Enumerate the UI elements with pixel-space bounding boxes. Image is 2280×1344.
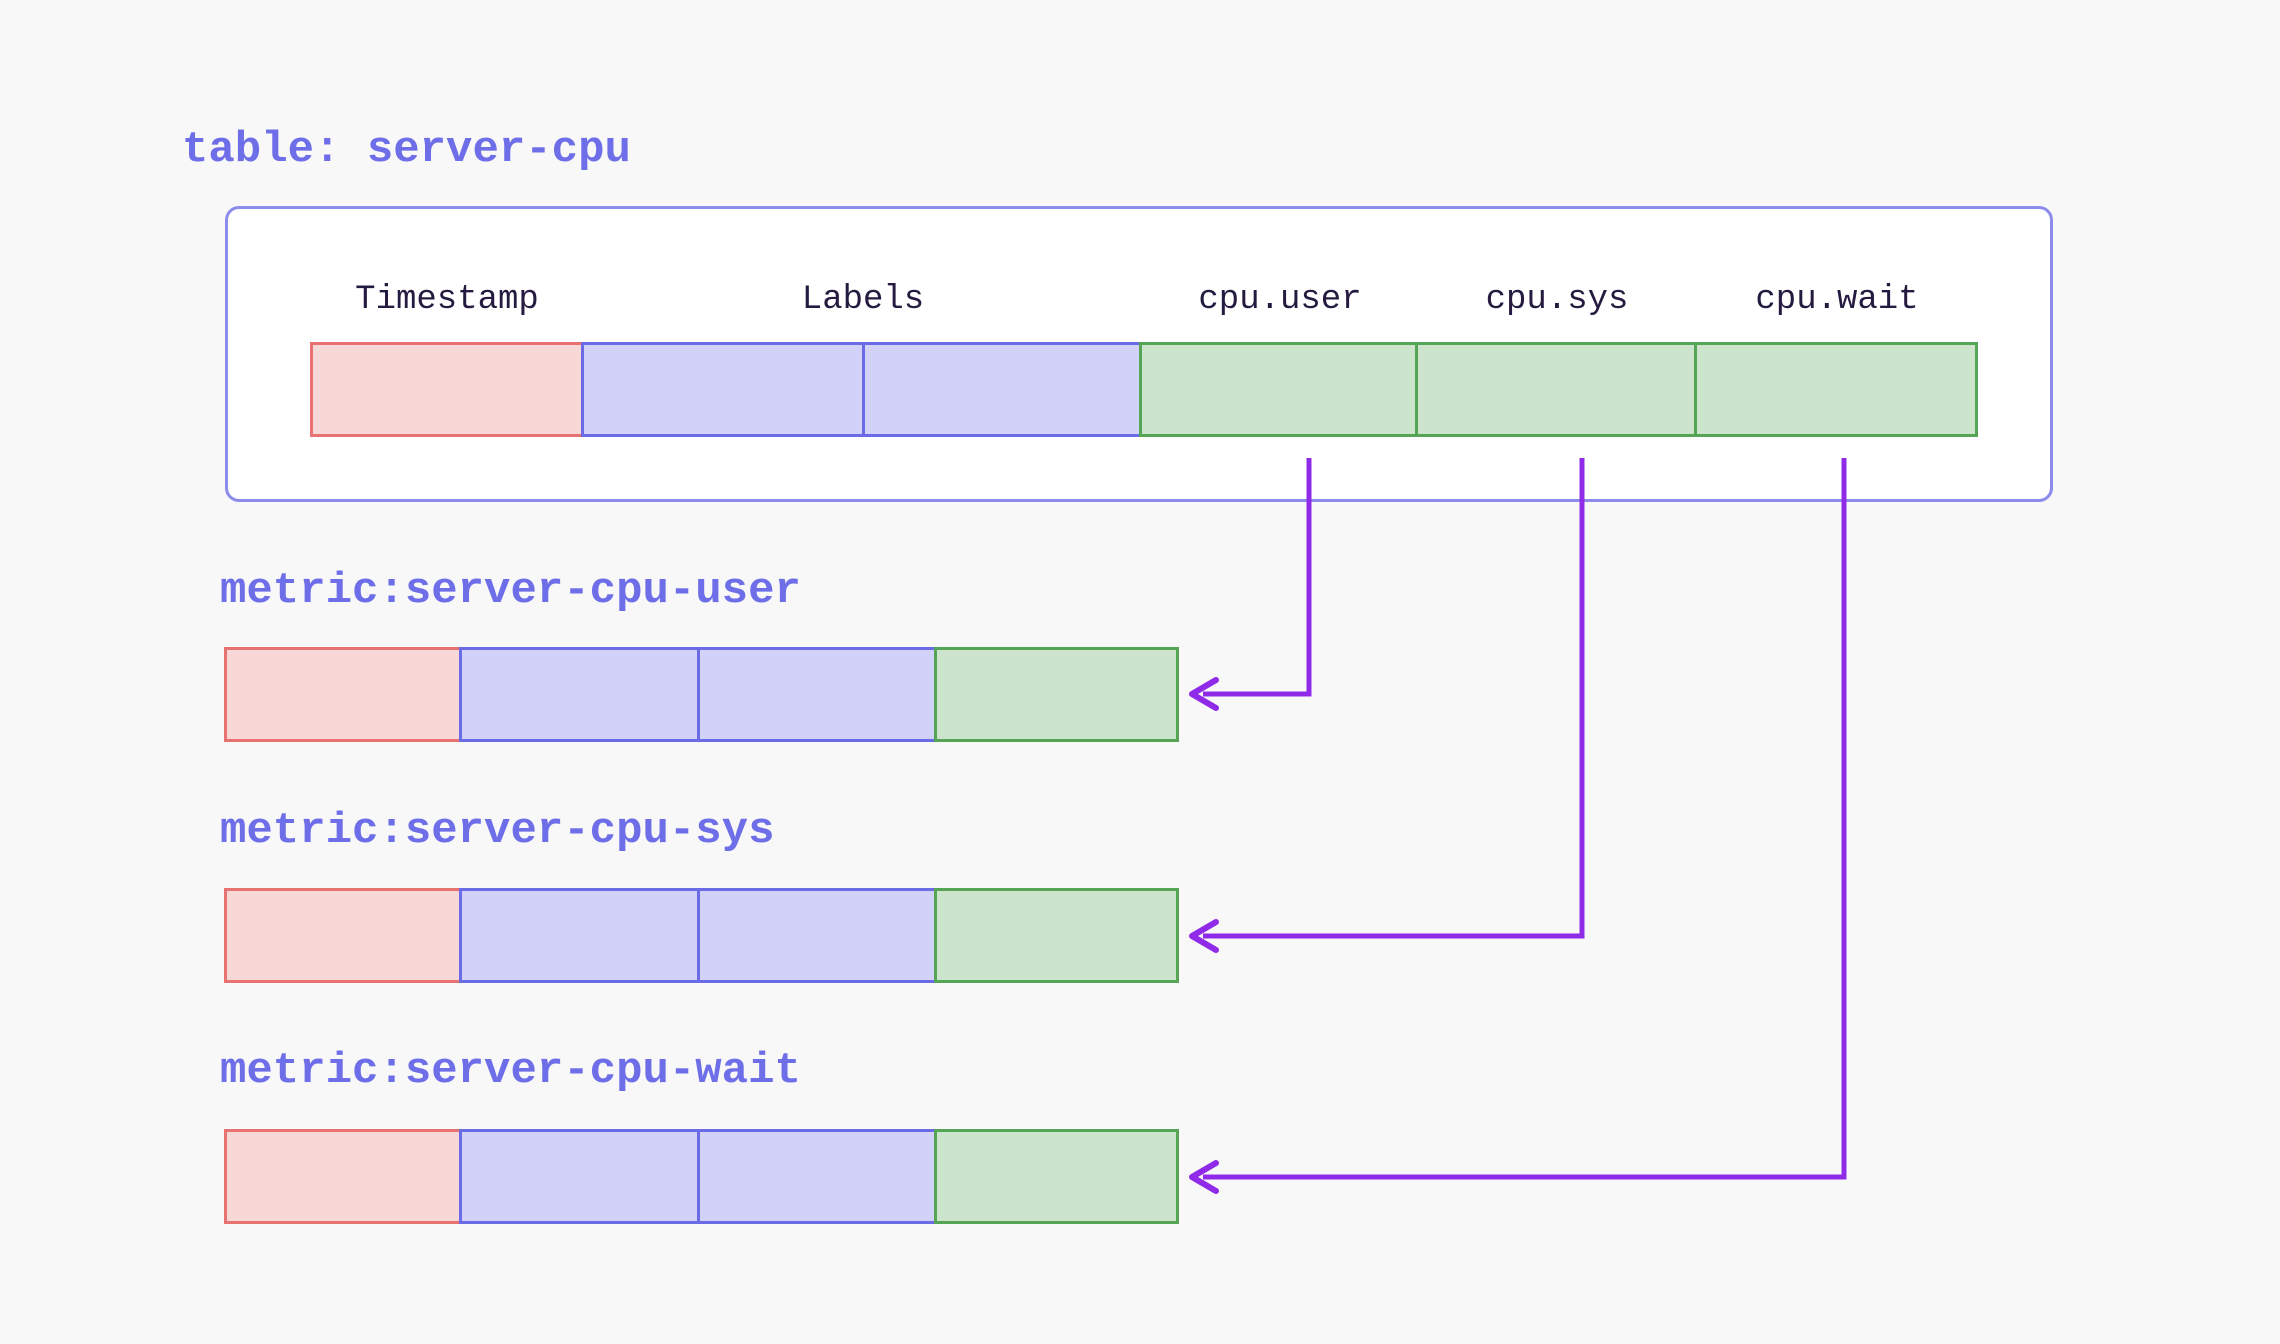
labels-cell — [459, 888, 700, 983]
timestamp-cell — [224, 888, 462, 983]
timestamp-cell — [224, 1129, 462, 1224]
cpu-sys-cell — [1415, 342, 1697, 437]
metric-title-server-cpu-sys: metric:server-cpu-sys — [220, 806, 775, 856]
value-cell — [934, 888, 1179, 983]
column-header-cpu-user: cpu.user — [1198, 281, 1362, 319]
table-row — [310, 342, 1978, 437]
cpu-user-cell — [1139, 342, 1418, 437]
cpu-wait-cell — [1694, 342, 1978, 437]
labels-cell — [581, 342, 865, 437]
column-header-cpu-wait: cpu.wait — [1755, 281, 1919, 319]
column-header-timestamp: Timestamp — [355, 281, 539, 319]
column-header-labels: Labels — [801, 281, 925, 319]
value-cell — [934, 647, 1179, 742]
table-container: Timestamp Labels cpu.user cpu.sys cpu.wa… — [225, 206, 2053, 502]
timestamp-cell — [310, 342, 584, 437]
metric-title-server-cpu-user: metric:server-cpu-user — [220, 566, 801, 616]
metric-row-server-cpu-wait — [224, 1129, 1179, 1224]
metric-row-server-cpu-sys — [224, 888, 1179, 983]
column-header-cpu-sys: cpu.sys — [1485, 281, 1629, 319]
table-title: table: server-cpu — [182, 125, 631, 175]
arrow-cpu-sys-to-metric — [1189, 458, 1585, 953]
labels-cell — [697, 647, 937, 742]
metric-title-server-cpu-wait: metric:server-cpu-wait — [220, 1046, 801, 1096]
labels-cell — [459, 1129, 700, 1224]
arrow-cpu-wait-to-metric — [1189, 458, 1847, 1194]
labels-cell — [697, 1129, 937, 1224]
labels-cell — [697, 888, 937, 983]
value-cell — [934, 1129, 1179, 1224]
timestamp-cell — [224, 647, 462, 742]
labels-cell — [459, 647, 700, 742]
metric-row-server-cpu-user — [224, 647, 1179, 742]
labels-cell — [862, 342, 1142, 437]
